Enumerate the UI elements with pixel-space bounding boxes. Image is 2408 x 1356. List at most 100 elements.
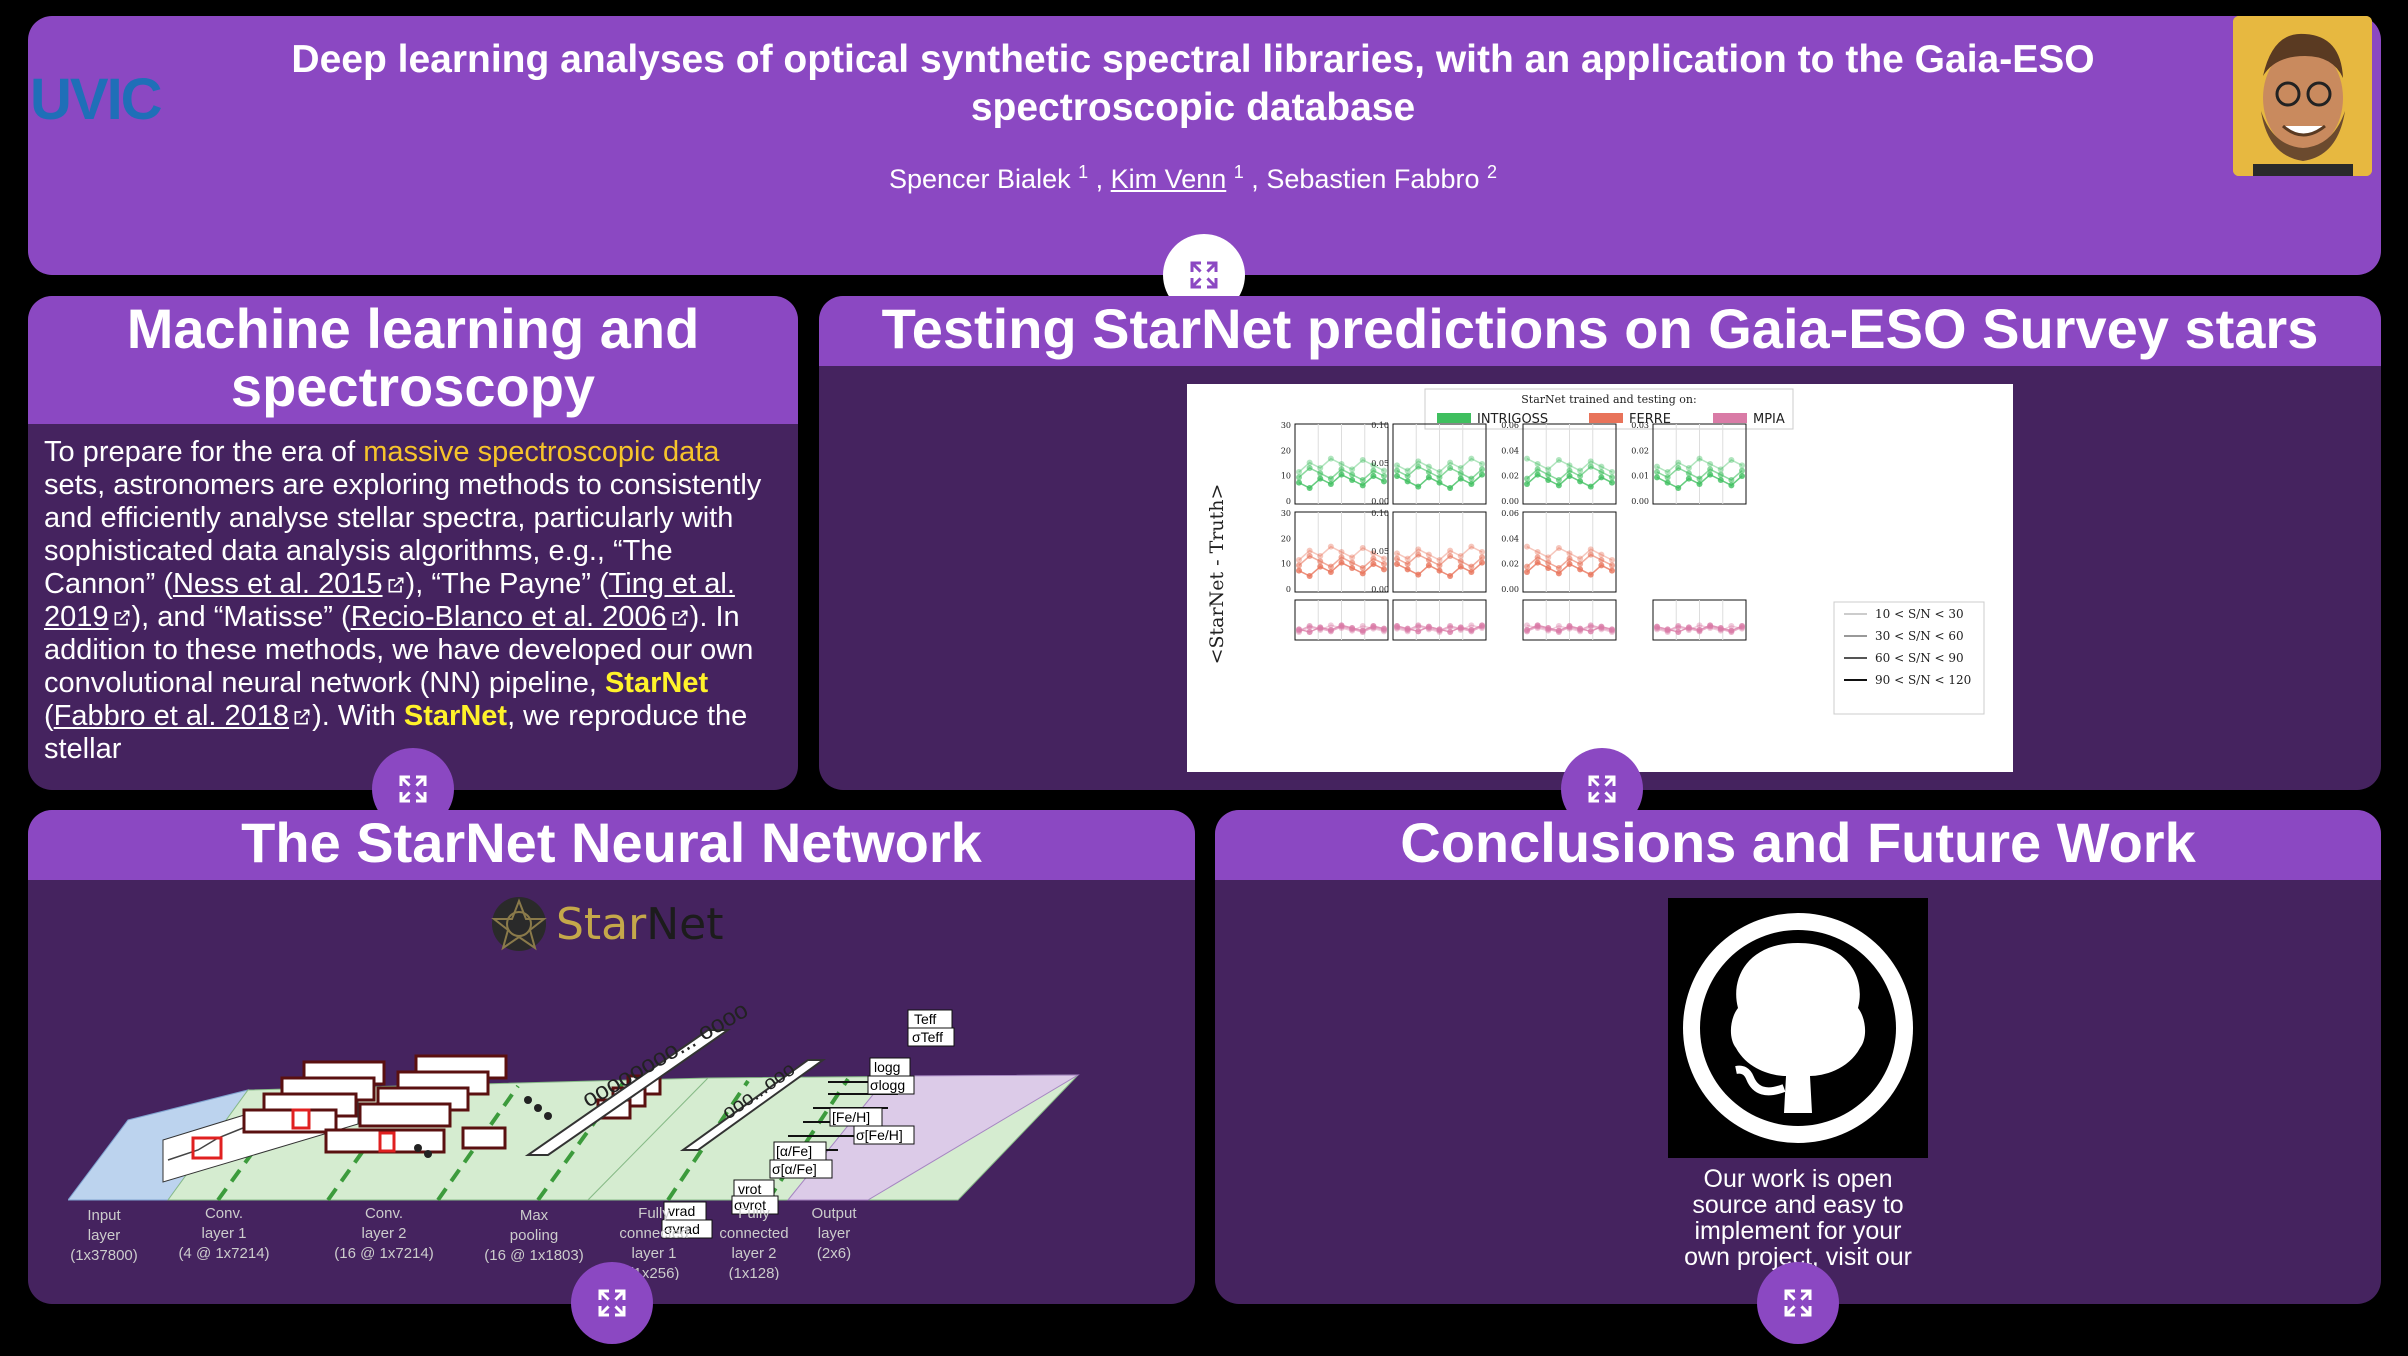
subplot-tick-label: 0.02 bbox=[1501, 560, 1519, 569]
output-sigma-logg: σlogg bbox=[870, 1077, 905, 1093]
subplot-tick-label: 0.06 bbox=[1501, 421, 1519, 430]
subplot-tick-label: 0.00 bbox=[1501, 585, 1519, 594]
output-vrad: vrad bbox=[668, 1203, 695, 1219]
author-link-kim-venn[interactable]: Kim Venn bbox=[1110, 164, 1227, 194]
svg-text:connected: connected bbox=[619, 1225, 688, 1242]
output-sigma-feh: σ[Fe/H] bbox=[856, 1127, 903, 1143]
testing-panel-title: Testing StarNet predictions on Gaia-ESO … bbox=[819, 296, 2381, 366]
series-line bbox=[1526, 465, 1613, 481]
poster-title: Deep learning analyses of optical synthe… bbox=[291, 38, 2095, 129]
data-point bbox=[1696, 455, 1703, 462]
y-axis-label: <StarNet - Truth> bbox=[1206, 484, 1228, 665]
svg-text:connected: connected bbox=[719, 1225, 788, 1242]
data-point bbox=[1436, 557, 1443, 563]
series-line bbox=[1526, 553, 1613, 569]
subplot-tick-label: 0.05 bbox=[1371, 547, 1389, 556]
data-point bbox=[1296, 469, 1302, 475]
data-point bbox=[1425, 463, 1432, 470]
data-point bbox=[1675, 459, 1682, 466]
subplot-tick-label: 20 bbox=[1281, 446, 1291, 455]
svg-text:(2x6): (2x6) bbox=[817, 1245, 851, 1262]
data-point bbox=[1534, 549, 1541, 555]
series-line bbox=[1396, 562, 1483, 577]
subplot-tick-label: 0.03 bbox=[1631, 421, 1649, 430]
data-point bbox=[1306, 459, 1313, 466]
svg-text:(4 @ 1x7214): (4 @ 1x7214) bbox=[178, 1245, 269, 1262]
data-point bbox=[1436, 469, 1443, 475]
subplot-tick-label: 0.10 bbox=[1371, 509, 1389, 518]
series-line bbox=[1526, 624, 1613, 633]
data-point bbox=[1566, 550, 1573, 557]
poster-header: UVIC Deep learning analyses of optical s… bbox=[28, 16, 2381, 275]
data-point bbox=[1555, 623, 1562, 629]
expand-icon bbox=[598, 1289, 626, 1317]
external-link-icon bbox=[388, 577, 404, 593]
svg-text:layer 2: layer 2 bbox=[361, 1225, 406, 1242]
github-link[interactable] bbox=[1668, 898, 1928, 1158]
data-point bbox=[1598, 551, 1605, 558]
data-point bbox=[1394, 462, 1400, 469]
data-point bbox=[1717, 466, 1724, 473]
data-point bbox=[1338, 549, 1345, 555]
svg-text:(16 @ 1x1803): (16 @ 1x1803) bbox=[484, 1247, 583, 1264]
data-point bbox=[1457, 553, 1464, 559]
data-point bbox=[1696, 622, 1703, 629]
data-point bbox=[1415, 546, 1422, 553]
link-ness-2015[interactable]: Ness et al. 2015 bbox=[172, 568, 383, 600]
series-line bbox=[1396, 465, 1483, 480]
data-point bbox=[1370, 550, 1377, 557]
snr-legend-2: 30 < S/N < 60 bbox=[1875, 629, 1964, 643]
subplot-tick-label: 0.00 bbox=[1501, 497, 1519, 506]
link-fabbro-2018[interactable]: Fabbro et al. 2018 bbox=[53, 700, 290, 732]
layer-label: Fully bbox=[638, 1205, 670, 1222]
data-point bbox=[1306, 547, 1313, 554]
series-line bbox=[1298, 555, 1385, 569]
data-point bbox=[1447, 459, 1454, 466]
data-point bbox=[1654, 623, 1660, 630]
legend-label-mpia: MPIA bbox=[1753, 412, 1785, 427]
ml-panel-title: Machine learning and spectroscopy bbox=[28, 296, 798, 424]
legend-swatch-intrigoss bbox=[1437, 413, 1471, 423]
data-point bbox=[1524, 543, 1530, 550]
layer-label: Conv. bbox=[205, 1205, 243, 1222]
data-point bbox=[1381, 555, 1387, 562]
data-point bbox=[1425, 551, 1432, 558]
author-photo bbox=[2233, 16, 2372, 176]
series-line bbox=[1656, 624, 1743, 633]
data-point bbox=[1394, 467, 1400, 474]
data-point bbox=[1739, 462, 1745, 469]
series-line bbox=[1656, 473, 1743, 489]
data-point bbox=[1327, 543, 1334, 550]
svg-text:layer 1: layer 1 bbox=[631, 1245, 676, 1262]
series-line bbox=[1298, 467, 1385, 481]
external-link-icon bbox=[294, 709, 310, 725]
data-point bbox=[1296, 567, 1302, 574]
github-octocat-icon bbox=[1683, 913, 1913, 1143]
data-point bbox=[1394, 550, 1400, 557]
output-sigma-vrot: σvrot bbox=[734, 1197, 766, 1213]
link-recio-blanco-2006[interactable]: Recio-Blanco et al. 2006 bbox=[350, 601, 667, 633]
link-ting-2019[interactable]: Ting et al. 2019 bbox=[44, 568, 735, 633]
testing-starnet-panel: Testing StarNet predictions on Gaia-ESO … bbox=[819, 296, 2381, 790]
starnet-logo-icon bbox=[491, 897, 547, 951]
results-figure: StarNet trained and testing on: INTRIGOS… bbox=[1187, 384, 2013, 772]
data-point bbox=[1349, 466, 1356, 473]
data-point bbox=[1685, 465, 1692, 471]
author-name: Spencer Bialek bbox=[888, 164, 1071, 194]
subplot-tick-label: 0.00 bbox=[1371, 585, 1389, 594]
conclusions-panel-expand-button[interactable] bbox=[1757, 1262, 1839, 1344]
subplot-tick-label: 10 bbox=[1281, 560, 1291, 569]
data-point bbox=[1609, 562, 1615, 569]
expand-icon bbox=[399, 775, 427, 803]
series-line bbox=[1526, 458, 1613, 473]
layer-label: Output bbox=[811, 1205, 857, 1222]
legend-label-ferre: FERRE bbox=[1629, 412, 1671, 427]
svg-text:layer 1: layer 1 bbox=[201, 1225, 246, 1242]
subplot-tick-label: 0.02 bbox=[1631, 446, 1649, 455]
subplot-tick-label: 20 bbox=[1281, 534, 1291, 543]
subplot-tick-label: 0.04 bbox=[1501, 446, 1519, 455]
network-panel-expand-button[interactable] bbox=[571, 1262, 653, 1344]
series-line bbox=[1526, 561, 1613, 576]
series-line bbox=[1298, 457, 1385, 473]
series-line bbox=[1396, 545, 1483, 561]
